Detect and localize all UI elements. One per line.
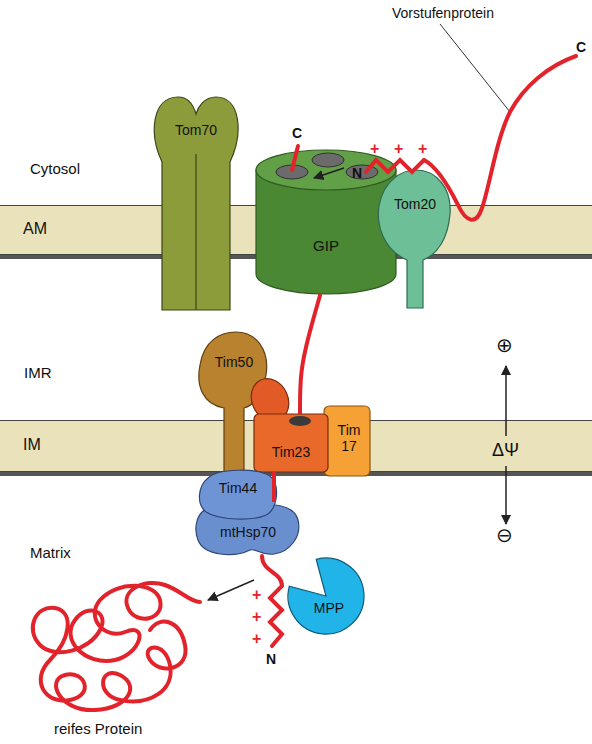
terminus-label: C [292, 124, 302, 142]
shape-outline [254, 414, 328, 472]
protein-outline [378, 170, 450, 308]
receptor-protein: Tom20 [376, 168, 454, 308]
terminus-label: C [576, 38, 586, 56]
shape-group [324, 406, 370, 476]
node-text: Tom20 [376, 196, 454, 212]
compartment-label: Cytosol [30, 160, 80, 178]
protein-outline [324, 406, 370, 476]
compartment-label: Matrix [30, 544, 71, 562]
product-label: reifes Protein [54, 720, 142, 738]
shape-group [288, 558, 364, 634]
potential-symbol: ΔΨ [492, 441, 519, 459]
shape-outline [286, 556, 366, 634]
charge-sign: + [370, 140, 379, 158]
charge-sign: + [252, 630, 261, 648]
channel-protein: Tim23 [254, 414, 328, 472]
protein-divider [195, 154, 196, 310]
node-text: Tim 17 [334, 422, 364, 454]
node-text: GIP [256, 238, 396, 254]
protein-body [254, 414, 328, 472]
node-text: IM [23, 437, 63, 453]
node-text: MPP [296, 600, 362, 616]
node-text: Tim50 [196, 354, 272, 370]
matrix-protein: Tim44 [198, 470, 278, 518]
polarity-sign: ⊖ [496, 526, 513, 544]
mature-protein-coil [33, 583, 200, 710]
import-pore: GIP [256, 146, 396, 294]
membrane-protein: Tim 17 [324, 406, 370, 476]
charge-sign: + [252, 608, 261, 626]
cleaved-presequence [262, 556, 282, 646]
node-text: AM [23, 221, 63, 237]
polypeptide-connector [300, 294, 320, 414]
charge-sign: + [418, 140, 427, 158]
terminus-label: N [352, 164, 362, 182]
terminus-label: N [266, 650, 276, 668]
pore-channel [276, 165, 308, 179]
peptidase-protein: MPP [286, 556, 366, 634]
node-text: Tim23 [254, 444, 328, 460]
pore-channel [312, 153, 344, 167]
shape-group [244, 372, 328, 472]
channel-opening [289, 416, 311, 426]
node-text: Tim44 [198, 480, 278, 496]
polarity-sign: ⊕ [496, 336, 513, 354]
shape-outline [376, 168, 454, 308]
compartment-label: IMR [24, 364, 52, 382]
release-arrow [208, 580, 254, 600]
protein-outline [288, 558, 364, 634]
charge-sign: + [252, 586, 261, 604]
leader-line [440, 24, 510, 112]
potential-arrow [505, 466, 507, 524]
node-text: Tom70 [148, 122, 244, 138]
shape-group [256, 150, 396, 294]
node-text: mtHsp70 [194, 524, 302, 540]
receptor-protein: Tom70 [148, 92, 244, 310]
shape-group [378, 170, 450, 308]
charge-sign: + [394, 140, 403, 158]
precursor-label: Vorstufenprotein [392, 4, 494, 22]
shape-outline [256, 146, 396, 294]
